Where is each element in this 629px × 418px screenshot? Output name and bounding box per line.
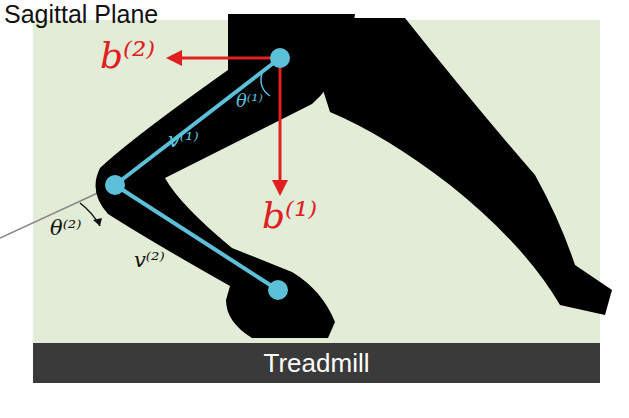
shank-segment bbox=[115, 185, 278, 290]
treadmill-bar: Treadmill bbox=[33, 343, 600, 383]
surface-label: Treadmill bbox=[264, 348, 370, 379]
basis-vector: b⁽²⁾ bbox=[100, 38, 155, 74]
basis-vector: b⁽¹⁾ bbox=[262, 198, 317, 234]
plane-title: Sagittal Plane bbox=[4, 2, 158, 27]
ankle-joint bbox=[268, 280, 288, 300]
basis-arrow bbox=[180, 57, 280, 60]
knee-joint bbox=[105, 175, 125, 195]
thigh-segment bbox=[115, 58, 280, 185]
rear-leg bbox=[300, 18, 612, 315]
segment-vector: v⁽²⁾ bbox=[134, 250, 165, 271]
front-leg bbox=[96, 14, 356, 338]
joint-angle: θ⁽²⁾ bbox=[50, 218, 81, 239]
hip-joint bbox=[270, 48, 290, 68]
segment-vector: v⁽¹⁾ bbox=[168, 130, 199, 151]
basis-arrow bbox=[279, 58, 282, 182]
joint-angle: θ⁽¹⁾ bbox=[236, 92, 263, 110]
